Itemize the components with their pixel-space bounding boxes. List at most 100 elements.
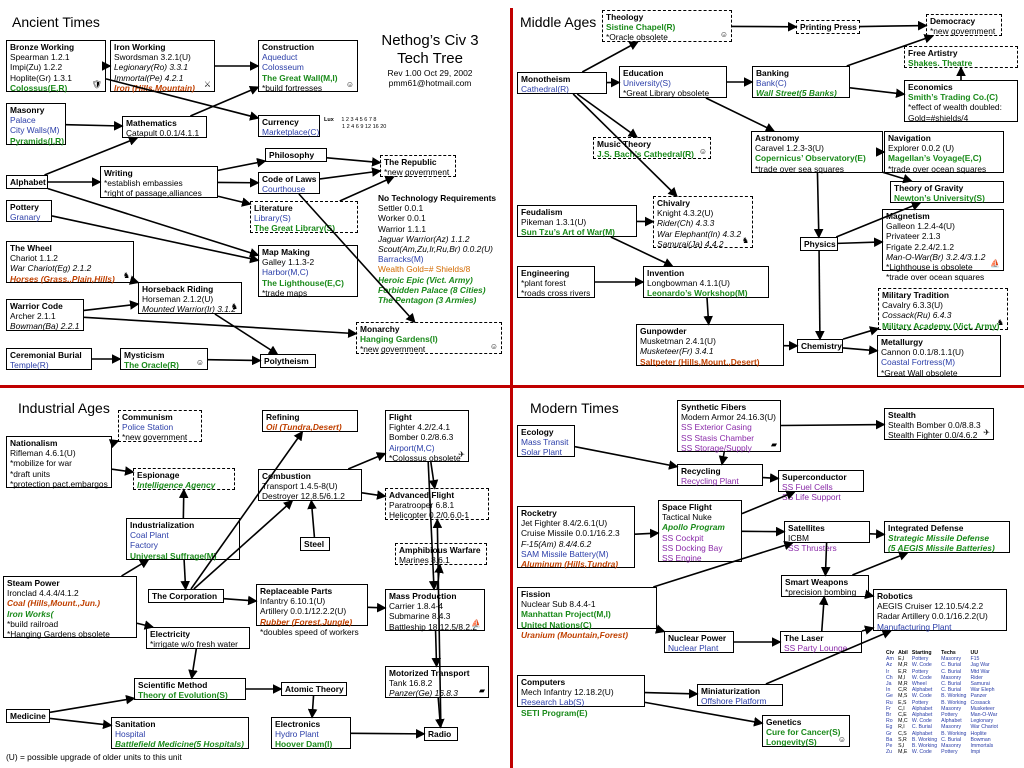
tech-title: Steam Power (7, 578, 60, 588)
legend-cell: C,E (898, 712, 907, 719)
legend-cell: Eg (886, 724, 893, 731)
prereq-arrow (350, 729, 426, 739)
tech-line: Police Station (122, 422, 174, 433)
tech-line: Paratrooper 6.8.1 (389, 500, 455, 511)
tech-title: Navigation (888, 133, 931, 143)
tech-line: Transport 1.4.5-8(U) (262, 481, 338, 492)
prereq-arrow (193, 499, 294, 590)
tech-line: Panzer(Ge) 16.8.3 (389, 688, 458, 699)
tech-title: Iron Working (114, 42, 166, 52)
tech-line: Harbor(M,C) (262, 267, 309, 278)
smiley-icon: ☺ (837, 734, 846, 744)
tech-line: *plant forest (521, 278, 566, 289)
prereq-arrow (217, 157, 267, 172)
tech-line: Impi(Zu) 1.2.2 (10, 62, 63, 73)
no-tech-requirements: No Technology Requirements Settler 0.0.1… (378, 193, 496, 305)
tech-title: Warrior Code (10, 301, 63, 311)
legend-header: Abil (898, 650, 908, 656)
legend-cell: M,S (898, 693, 908, 700)
prereq-arrow (105, 78, 260, 121)
tech-title: Philosophy (269, 150, 315, 160)
legend-cell: Ro (886, 718, 893, 725)
tech-title: Monarchy (360, 324, 400, 334)
ancient-heading: Ancient Times (12, 14, 100, 30)
tech-title: Education (623, 68, 664, 78)
tech-line: *trade over ocean squares (886, 272, 985, 283)
tech-line: Battlefield Medicine(5 Hospitals) (115, 739, 244, 750)
tech-line: Samurai(Ja) 4.4.2 (657, 238, 724, 249)
legend-cell: Am (886, 656, 894, 663)
tech-line: *protection pact,embargos (10, 478, 108, 489)
legend-cell: Pottery (911, 656, 929, 663)
tech-line: SS Exterior Casing (681, 422, 752, 433)
tech-title: Ecology (521, 427, 554, 437)
middle-heading: Middle Ages (520, 14, 597, 30)
tech-line: Rifleman 4.6.1(U) (10, 448, 76, 459)
tech-line: Hoover Dam(I) (275, 739, 333, 750)
tech-line: Universal Suffrage(M) (130, 550, 217, 561)
legend-cell: Musketeer (970, 705, 995, 712)
plane-icon: ✈ (458, 449, 465, 459)
smiley-icon: ☺ (719, 29, 728, 39)
tech-line: Longevity(S) (766, 737, 817, 748)
tech-title: Integrated Defense (888, 523, 964, 533)
prereq-arrow (49, 694, 136, 714)
tech-line: Longbowman 4.1.1(U) (647, 278, 730, 289)
tech-line: The Great Library(S) (254, 223, 335, 234)
tech-title: Miniaturization (701, 686, 761, 696)
prereq-arrow (861, 625, 875, 635)
tech-line: Saltpeter (Hills,Mount.,Desert) (640, 356, 760, 367)
req-line: The Pentagon (3 Armies) (378, 295, 477, 306)
tech-line: SS Party Lounge (784, 643, 848, 654)
tech-title: Metallurgy (881, 337, 923, 347)
tech-title: Masonry (10, 105, 45, 115)
tech-line: Smith’s Trading Co.(C) (908, 92, 998, 103)
tech-line: Musketeer(Fr) 3.4.1 (640, 346, 714, 357)
prereq-arrow (835, 201, 922, 238)
tech-republic: The Republic*new government (380, 155, 456, 177)
horse-icon: ♞ (996, 317, 1004, 327)
legend-cell: Man-O-War (970, 712, 998, 719)
tech-line: Mass Transit (521, 437, 569, 448)
tech-title: Advanced Flight (389, 490, 455, 500)
legend-cell: W. Code (911, 749, 932, 756)
tech-line: Marines 8.6.1 (399, 555, 450, 566)
tech-line: *build fortresses (262, 82, 323, 93)
tech-polytheism: Polytheism (260, 354, 316, 368)
tech-line: Marketplace(C) (262, 127, 320, 138)
prereq-arrow (653, 540, 794, 588)
req-line: Warrior 1.1.1 (378, 223, 427, 234)
tech-title: Satellites (788, 523, 825, 533)
tech-line: SS Stasis Chamber (681, 432, 755, 443)
tech-line: *Great Wall obsolete (881, 367, 958, 378)
tech-line: Aqueduct (262, 52, 298, 63)
legend-cell: Jag War (970, 662, 990, 669)
legend-cell: Pe (886, 743, 893, 750)
legend-cell: E,I (898, 656, 905, 663)
legend-cell: Zu (886, 749, 893, 756)
legend-header: UU (970, 650, 978, 656)
prereq-arrow (49, 717, 113, 730)
tech-title: Bronze Working (10, 42, 75, 52)
tech-title: Engineering (521, 268, 570, 278)
prereq-arrow (83, 300, 140, 312)
tech-title: Robotics (877, 591, 913, 601)
tech-line: Tank 16.8.2 (389, 678, 433, 689)
tech-title: Theory of Gravity (894, 183, 964, 193)
tech-engineering: Engineering*plant forest*roads cross riv… (517, 266, 595, 298)
